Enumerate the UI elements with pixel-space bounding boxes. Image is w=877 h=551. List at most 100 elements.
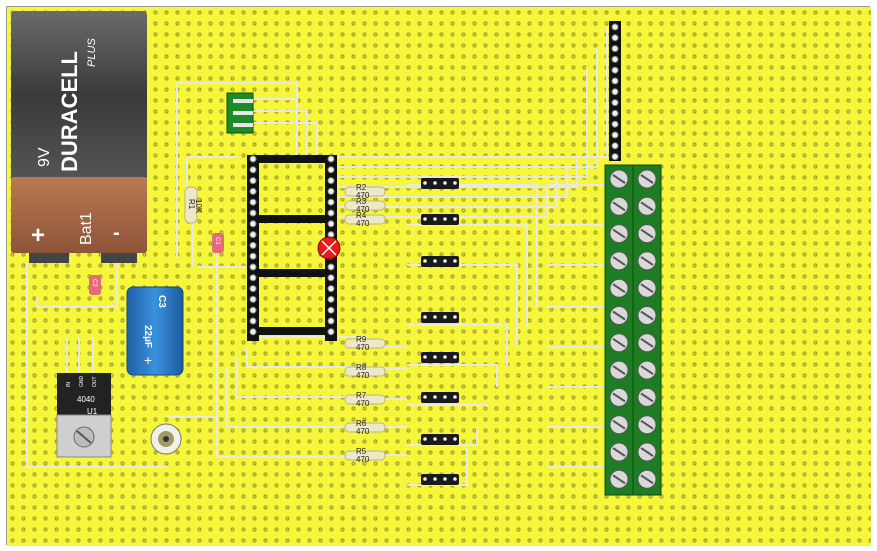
- resistor-r9: [344, 338, 386, 349]
- socket-pin: [249, 198, 257, 206]
- battery-plus-symbol: +: [31, 222, 45, 249]
- resistor-value: 470: [356, 191, 370, 200]
- screw-slot: [640, 392, 654, 403]
- socket-pin: [249, 317, 257, 325]
- resistor-designator: R4: [356, 211, 367, 220]
- wire-segment: [226, 367, 367, 428]
- screw-slot: [640, 474, 654, 485]
- socket-pin: [249, 241, 257, 249]
- socket-pin: [249, 220, 257, 228]
- wire-segment: [337, 177, 558, 208]
- link-pin: [443, 181, 447, 185]
- capacitor-c3: 22µF C3 +: [126, 286, 184, 376]
- screw-slot: [640, 228, 654, 239]
- link-pin: [433, 395, 437, 399]
- wire-segment: [237, 98, 298, 147]
- link-pin: [433, 181, 437, 185]
- screw-slot: [612, 283, 626, 294]
- socket-pin: [327, 274, 335, 282]
- link-pin: [443, 217, 447, 221]
- wires: [26, 27, 608, 486]
- battery-subbrand: PLUS: [86, 38, 98, 67]
- link-pin: [423, 259, 427, 263]
- screw-slot: [612, 337, 626, 348]
- resistor-designator: R3: [356, 197, 367, 206]
- link-pin: [453, 437, 457, 441]
- screw-slot: [640, 365, 654, 375]
- socket-pin: [249, 295, 257, 303]
- socket-pin: [249, 285, 257, 293]
- socket-pin: [327, 198, 335, 206]
- socket-pin: [249, 177, 257, 185]
- capacitor-value: 22µF: [142, 325, 153, 348]
- screw-slot: [612, 447, 626, 457]
- socket-pin: [327, 317, 335, 325]
- regulator-pin-in: IN: [66, 382, 72, 387]
- svg-text:C2: C2: [91, 279, 97, 287]
- regulator-pin-gnd: GND: [79, 376, 85, 388]
- link-pin: [453, 315, 457, 319]
- header-pin: [611, 120, 619, 128]
- wire-segment: [253, 122, 318, 157]
- socket-pin: [249, 263, 257, 271]
- header-pin: [611, 131, 619, 139]
- header-pin: [611, 109, 619, 117]
- wire-segment: [236, 357, 367, 398]
- link-pin: [423, 315, 427, 319]
- jumper-link: [421, 256, 459, 267]
- battery-voltage: 9V: [36, 147, 53, 167]
- jumper-link: [421, 352, 459, 363]
- wire-segment: [246, 347, 367, 368]
- resistor-r3: [344, 200, 386, 211]
- resistor-designator: R8: [356, 363, 367, 372]
- header-pin: [611, 88, 619, 96]
- socket-pin: [327, 295, 335, 303]
- socket-pin: [327, 166, 335, 174]
- battery-9v: DURACELL PLUS 9V Bat1 + -: [11, 11, 147, 263]
- screw-slot: [640, 283, 654, 294]
- wire-segment: [26, 262, 167, 468]
- wire-segment: [337, 27, 608, 158]
- board-canvas: DURACELL PLUS 9V Bat1 + - 4040 U1 IN GND…: [7, 7, 871, 546]
- header-pin: [611, 66, 619, 74]
- capacitor-polarity: +: [144, 352, 152, 368]
- screw-slot: [640, 256, 654, 266]
- link-pin: [423, 395, 427, 399]
- resistor-r6: [344, 422, 386, 433]
- screw-slot: [612, 310, 626, 321]
- socket-bar: [247, 327, 337, 335]
- screw-slot: [640, 419, 654, 430]
- resistor-r2: [344, 186, 386, 197]
- jumper-link: [421, 474, 459, 485]
- jumper-link: [421, 434, 459, 445]
- screw-slot: [640, 310, 654, 321]
- resistor-value: 470: [356, 427, 370, 436]
- link-pin: [443, 437, 447, 441]
- resistor-r5: [344, 450, 386, 461]
- socket-pin: [249, 231, 257, 239]
- svg-text:R1: R1: [187, 199, 196, 210]
- jumper-link: [421, 214, 459, 225]
- socket-pin: [249, 209, 257, 217]
- link-pin: [443, 477, 447, 481]
- link-pin: [443, 355, 447, 359]
- link-pin: [423, 437, 427, 441]
- link-pin: [453, 259, 457, 263]
- battery-minus-symbol: -: [113, 222, 120, 244]
- jumper-link: [421, 312, 459, 323]
- wire-segment: [216, 377, 367, 458]
- header-pin: [611, 55, 619, 63]
- resistor-r4: [344, 214, 386, 225]
- wire-segment: [407, 404, 488, 407]
- terminal-block: [604, 164, 662, 496]
- perfboard: [7, 7, 871, 546]
- resistor-value: 470: [356, 205, 370, 214]
- stripboard-layout: DURACELL PLUS 9V Bat1 + - 4040 U1 IN GND…: [6, 6, 871, 546]
- header-pin: [611, 99, 619, 107]
- resistor-designator: R5: [356, 447, 367, 456]
- link-pin: [453, 355, 457, 359]
- resistor-value: 470: [356, 455, 370, 464]
- socket-pin: [249, 328, 257, 336]
- screw-slot: [612, 228, 626, 239]
- resistor-value: 470: [356, 371, 370, 380]
